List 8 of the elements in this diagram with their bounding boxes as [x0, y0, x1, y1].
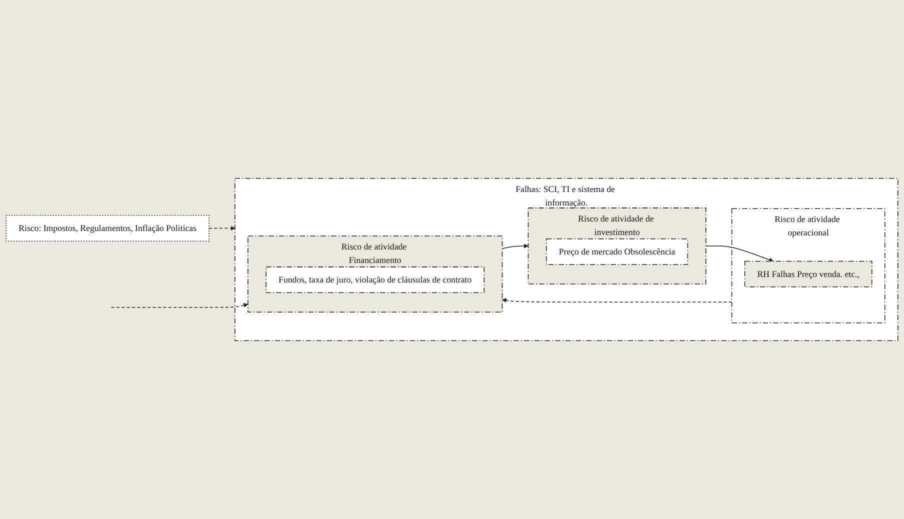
text-box: Fundos, taxa de juro, violação de cláusulas de contrato [266, 266, 484, 294]
text-box: Preço de mercado Obsolescência [546, 238, 688, 265]
group-title: Risco de atividade Financiamento [341, 242, 407, 265]
group-title: Risco de atividade de investimento [578, 214, 654, 237]
group-title: Risco de atividade operacional [774, 214, 840, 238]
text-box: RH Falhas Preço venda. etc., [744, 260, 872, 288]
text-box: Risco: Impostos, Regulamentos, Inflação Politicas [6, 215, 210, 242]
group-title: Falhas: SCI, TI e sistema de informação. [516, 184, 615, 208]
